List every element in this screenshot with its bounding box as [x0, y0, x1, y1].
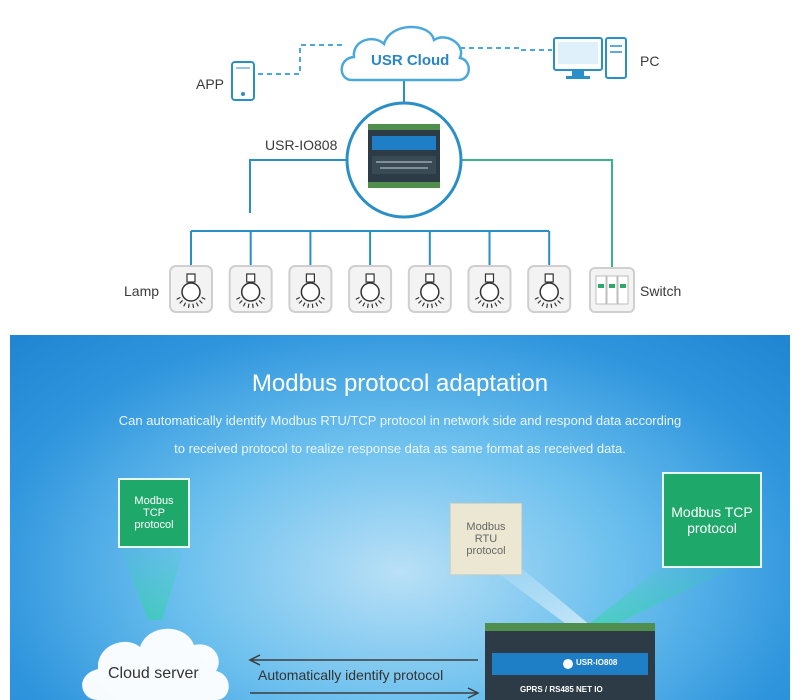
diagram-lines — [169, 25, 635, 313]
device-sub-text: GPRS / RS485 NET IO — [520, 685, 603, 694]
usr-io808-device-icon — [345, 101, 463, 219]
modbus-tcp-box-right: Modbus TCP protocol — [662, 472, 762, 568]
lamp-icon — [169, 265, 213, 313]
left-beam — [120, 547, 185, 620]
app-label: APP — [196, 76, 225, 92]
switch-label: Switch — [640, 283, 682, 299]
mid-beam — [490, 567, 590, 627]
pc-label: PC — [640, 53, 660, 69]
cloud-server-icon — [82, 628, 229, 700]
modbus-tcp-box-left: Modbus TCP protocol — [118, 478, 190, 548]
subtitle-line-1: Can automatically identify Modbus RTU/TC… — [118, 413, 682, 428]
modbus-rtu-box: Modbus RTU protocol — [450, 503, 522, 575]
lamp-icon — [527, 265, 572, 313]
switch-icon — [589, 267, 635, 313]
identify-protocol-label: Automatically identify protocol — [258, 667, 444, 683]
lamp-icon — [407, 265, 452, 313]
pc-icon — [553, 37, 627, 79]
modbus-panel: Modbus protocol adaptation Can automatic… — [10, 335, 790, 700]
cloud-server-label: Cloud server — [108, 665, 199, 682]
lamp-icon — [348, 265, 393, 313]
lamp-icons — [169, 265, 572, 313]
app-link — [258, 44, 345, 75]
right-beam — [585, 560, 750, 627]
lamp-icon — [467, 265, 512, 313]
cloud-icon — [340, 25, 470, 82]
lamp-icon — [228, 265, 273, 313]
section-title: Modbus protocol adaptation — [251, 370, 549, 397]
device-switch-link — [462, 159, 613, 268]
beams — [82, 547, 750, 700]
usr-cloud-label: USR Cloud — [371, 52, 450, 69]
phone-icon — [231, 61, 255, 101]
identify-arrows — [248, 654, 480, 699]
network-diagram: USR Cloud APP PC USR-IO808 Lamp Switch — [0, 0, 800, 335]
lamp-label: Lamp — [124, 283, 160, 299]
lamp-icon — [288, 265, 333, 313]
device-lamp-trunk — [249, 159, 347, 213]
device-name-text: USR-IO808 — [576, 658, 618, 667]
usr-io808-bottom-device-icon — [485, 623, 655, 700]
pc-link — [460, 47, 552, 51]
device-label: USR-IO808 — [265, 137, 338, 153]
subtitle-line-2: to received protocol to realize response… — [174, 441, 626, 456]
